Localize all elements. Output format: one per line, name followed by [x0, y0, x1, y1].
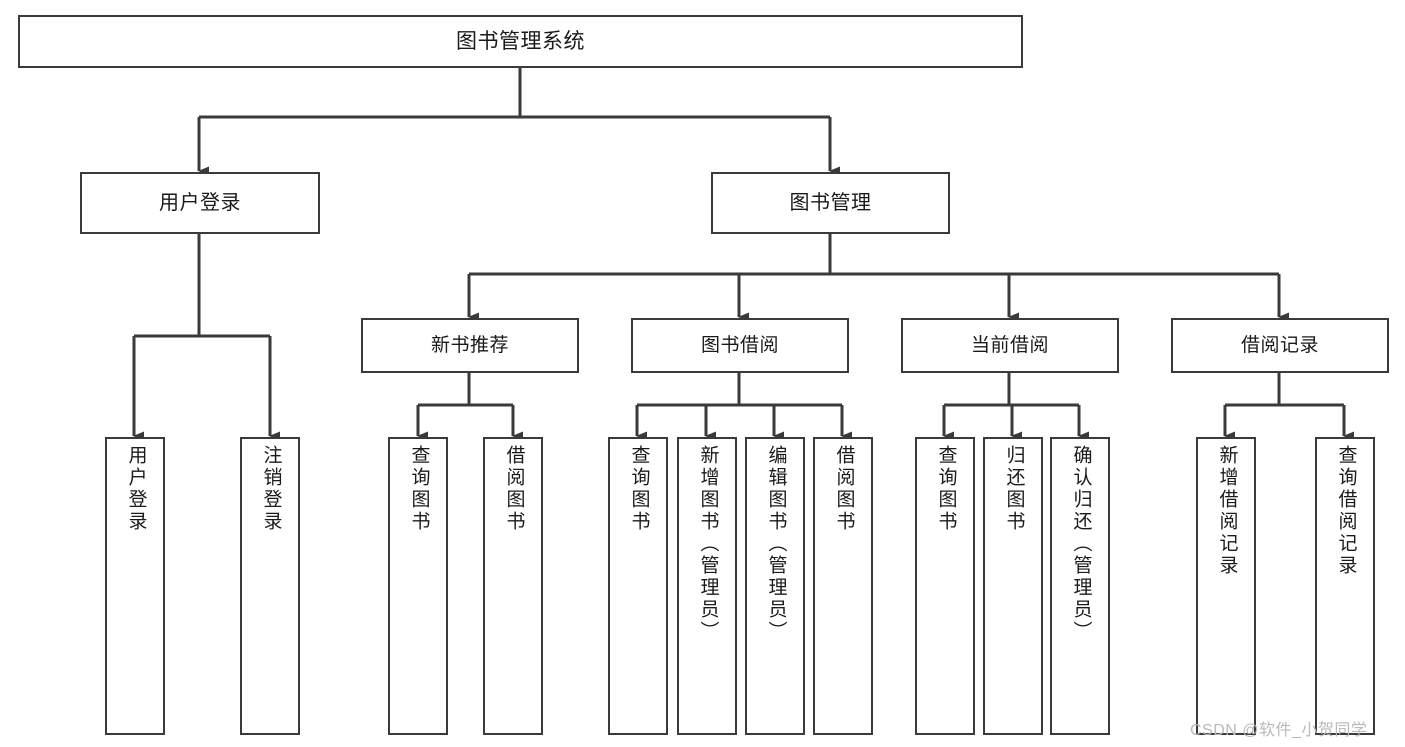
node-current-borrow[interactable]: 当前借阅	[901, 318, 1119, 373]
node-label: 新增图书（管理员）	[697, 445, 719, 643]
node-label: 借阅记录	[1240, 334, 1319, 356]
node-label: 归还图书	[1003, 445, 1025, 533]
node-leaf-logout[interactable]: 注销登录	[240, 437, 300, 735]
node-leaf-query-book-2[interactable]: 查询图书	[608, 437, 668, 735]
node-leaf-return-book[interactable]: 归还图书	[983, 437, 1043, 735]
node-label: 注销登录	[260, 445, 282, 533]
node-label: 确认归还（管理员）	[1070, 445, 1092, 643]
node-leaf-edit-book[interactable]: 编辑图书（管理员）	[745, 437, 805, 735]
node-book-borrow[interactable]: 图书借阅	[631, 318, 849, 373]
node-label: 当前借阅	[970, 334, 1049, 356]
node-label: 查询图书	[408, 445, 430, 533]
node-label: 图书借阅	[700, 334, 779, 356]
node-label: 借阅图书	[503, 445, 525, 533]
node-user-login[interactable]: 用户登录	[80, 172, 320, 234]
node-leaf-borrow-book-1[interactable]: 借阅图书	[483, 437, 543, 735]
node-root[interactable]: 图书管理系统	[18, 15, 1023, 68]
node-label: 编辑图书（管理员）	[765, 445, 787, 643]
watermark-label: CSDN @软件_小贺同学	[1190, 722, 1368, 739]
node-label: 图书管理系统	[456, 29, 585, 53]
edge-group	[132, 68, 1354, 441]
node-label: 查询借阅记录	[1335, 445, 1357, 577]
node-leaf-add-book[interactable]: 新增图书（管理员）	[677, 437, 737, 735]
node-label: 借阅图书	[833, 445, 855, 533]
node-label: 用户登录	[125, 445, 147, 533]
node-leaf-user-login[interactable]: 用户登录	[105, 437, 165, 735]
node-label: 查询图书	[628, 445, 650, 533]
node-new-book-rec[interactable]: 新书推荐	[361, 318, 579, 373]
node-leaf-add-record[interactable]: 新增借阅记录	[1196, 437, 1256, 735]
node-leaf-confirm-return[interactable]: 确认归还（管理员）	[1050, 437, 1110, 735]
node-leaf-query-record[interactable]: 查询借阅记录	[1315, 437, 1375, 735]
node-label: 新书推荐	[430, 334, 509, 356]
node-leaf-query-book-3[interactable]: 查询图书	[915, 437, 975, 735]
node-label: 图书管理	[789, 191, 872, 214]
node-leaf-query-book-1[interactable]: 查询图书	[388, 437, 448, 735]
node-leaf-borrow-book-2[interactable]: 借阅图书	[813, 437, 873, 735]
node-book-manage[interactable]: 图书管理	[711, 172, 950, 234]
node-label: 新增借阅记录	[1216, 445, 1238, 577]
node-label: 查询图书	[935, 445, 957, 533]
node-label: 用户登录	[159, 191, 241, 214]
node-borrow-record[interactable]: 借阅记录	[1171, 318, 1389, 373]
